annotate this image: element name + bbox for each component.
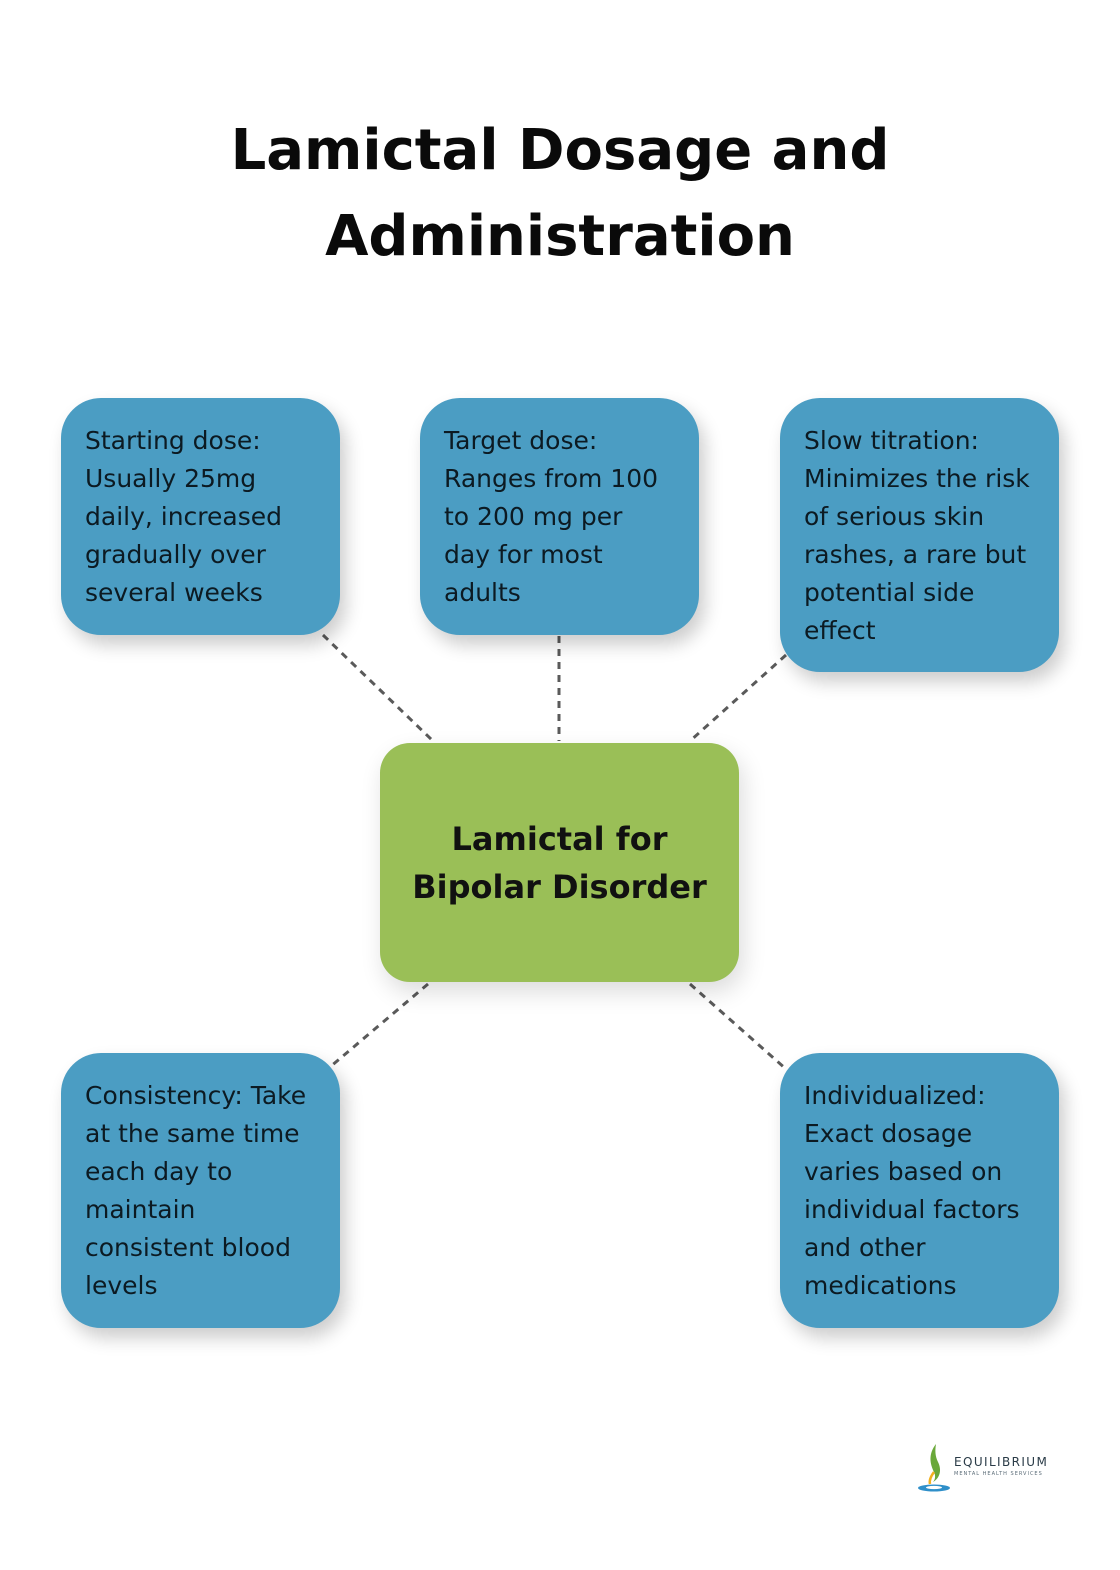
box-target-dose: Target dose: Ranges from 100 to 200 mg p…: [420, 398, 699, 635]
box-consistency-text: Consistency: Take at the same time each …: [85, 1081, 307, 1300]
page-title-line-2: Administration: [325, 204, 795, 269]
connector-slow-titration: [688, 653, 788, 743]
box-individualized: Individualized: Exact dosage varies base…: [780, 1053, 1059, 1328]
connector-individualized: [689, 982, 787, 1071]
connector-starting-dose: [321, 633, 435, 743]
page-title-line-1: Lamictal Dosage and: [230, 118, 890, 183]
central-topic-line-2: Bipolar Disorder: [412, 867, 707, 906]
page-title: Lamictal Dosage and Administration: [0, 108, 1120, 280]
equilibrium-logo: EQUILIBRIUM MENTAL HEALTH SERVICES: [914, 1442, 1054, 1494]
box-target-dose-text: Target dose: Ranges from 100 to 200 mg p…: [444, 426, 659, 607]
box-slow-titration-text: Slow titration: Minimizes the risk of se…: [804, 426, 1030, 645]
logo-wordmark: EQUILIBRIUM: [954, 1455, 1049, 1469]
box-individualized-text: Individualized: Exact dosage varies base…: [804, 1081, 1020, 1300]
box-starting-dose-text: Starting dose: Usually 25mg daily, incre…: [85, 426, 283, 607]
logo-tagline: MENTAL HEALTH SERVICES: [954, 1471, 1043, 1477]
box-slow-titration: Slow titration: Minimizes the risk of se…: [780, 398, 1059, 672]
box-consistency: Consistency: Take at the same time each …: [61, 1053, 340, 1328]
equilibrium-logo-icon: [918, 1444, 950, 1492]
central-topic: Lamictal for Bipolar Disorder: [380, 743, 739, 982]
central-topic-line-1: Lamictal for: [451, 819, 668, 858]
box-starting-dose: Starting dose: Usually 25mg daily, incre…: [61, 398, 340, 635]
connector-consistency: [329, 982, 429, 1069]
